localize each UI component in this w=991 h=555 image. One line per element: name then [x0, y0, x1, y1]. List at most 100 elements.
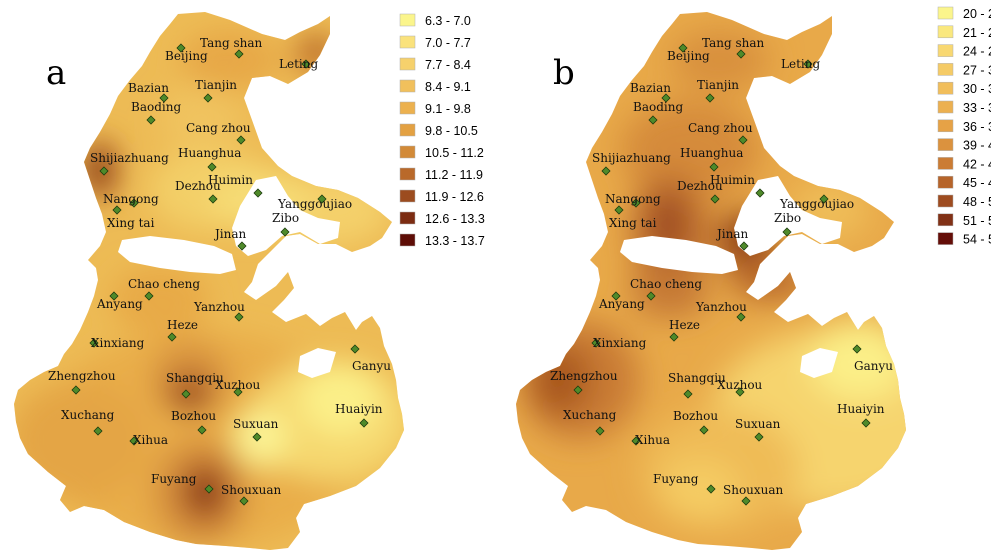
city-label-nangong: Nangong: [605, 192, 661, 206]
legend-b-51-54-swatch: [937, 213, 954, 227]
city-label-zibo: Zibo: [774, 211, 801, 225]
city-marker-bozhou: [699, 425, 709, 435]
legend-b-45-48-label: 45 - 48: [963, 176, 991, 190]
city-label-xuchang: Xuchang: [61, 408, 115, 422]
city-label-xinxiang: Xinxiang: [593, 336, 647, 350]
legend-a-13-3-13-7-swatch: [399, 233, 416, 247]
city-marker-leting: [803, 59, 813, 69]
city-label-cang-zhou: Cang zhou: [688, 121, 753, 135]
legend-b-33-36-swatch: [937, 100, 954, 114]
city-marker-zhengzhou: [573, 385, 583, 395]
city-label-bozhou: Bozhou: [673, 409, 718, 423]
city-marker-bozhou: [197, 425, 207, 435]
city-marker-bazian: [661, 93, 671, 103]
city-label-xuzhou: Xuzhou: [215, 378, 261, 392]
legend-panel-b: 20 - 2121 - 2424 - 2727 - 3030 - 3333 - …: [937, 6, 991, 247]
legend-b-39-42-label: 39 - 42: [963, 139, 991, 153]
legend-b-45-48-swatch: [937, 175, 954, 189]
city-marker-cang-zhou: [236, 135, 246, 145]
city-marker-dezhou: [710, 194, 720, 204]
city-marker-yanggoujiao: [317, 194, 327, 204]
legend-a-13-3-13-7-label: 13.3 - 13.7: [425, 234, 485, 248]
city-label-fuyang: Fuyang: [653, 472, 699, 486]
legend-b-24-27-label: 24 - 27: [963, 45, 991, 59]
legend-a-7-7-8-4-label: 7.7 - 8.4: [425, 58, 471, 72]
city-label-xuchang: Xuchang: [563, 408, 617, 422]
legend-a-10-5-11-2-label: 10.5 - 11.2: [425, 146, 484, 160]
city-marker-anyang: [611, 291, 621, 301]
legend-a-7-0-7-7-swatch: [399, 35, 416, 49]
city-label-cang-zhou: Cang zhou: [186, 121, 251, 135]
city-marker-nangong: [129, 198, 139, 208]
city-marker-jinan: [237, 241, 247, 251]
legend-a-12-6-13-3-label: 12.6 - 13.3: [425, 212, 485, 226]
city-marker-tianjin: [705, 93, 715, 103]
city-marker-beijing: [176, 43, 186, 53]
legend-b-42-45-label: 42 - 45: [963, 157, 991, 171]
city-label-xing-tai: Xing tai: [107, 216, 155, 230]
city-label-beijing: Beijing: [165, 49, 208, 63]
city-marker-ganyu: [350, 344, 360, 354]
city-marker-beijing: [678, 43, 688, 53]
city-marker-chao-cheng: [144, 291, 154, 301]
city-marker-leting: [301, 59, 311, 69]
city-marker-huaiyin: [359, 418, 369, 428]
legend-b-48-51-label: 48 - 51: [963, 195, 991, 209]
city-marker-yanzhou: [736, 312, 746, 322]
city-marker-zhengzhou: [71, 385, 81, 395]
legend-a-9-1-9-8-label: 9.1 - 9.8: [425, 102, 471, 116]
city-label-tianjin: Tianjin: [697, 78, 739, 92]
legend-a-7-7-8-4-swatch: [399, 57, 416, 71]
legend-a-9-8-10-5-label: 9.8 - 10.5: [425, 124, 478, 138]
city-marker-xing-tai: [112, 205, 122, 215]
legend-b-42-45-swatch: [937, 157, 954, 170]
legend-b-24-27-swatch: [937, 44, 954, 57]
city-label-baoding: Baoding: [633, 100, 683, 114]
city-label-huaiyin: Huaiyin: [335, 402, 383, 416]
city-label-huanghua: Huanghua: [178, 146, 241, 160]
legend-b-54-55-label: 54 - 55: [963, 233, 991, 247]
city-marker-nangong: [631, 198, 641, 208]
legend-b-48-51-swatch: [937, 194, 954, 208]
city-marker-fuyang: [204, 484, 214, 494]
city-label-baoding: Baoding: [131, 100, 181, 114]
city-label-shijiazhuang: Shijiazhuang: [592, 151, 671, 165]
legend-b-30-33-swatch: [937, 81, 954, 95]
city-marker-baoding: [648, 115, 658, 125]
city-marker-huaiyin: [861, 418, 871, 428]
legend-a-8-4-9-1-swatch: [399, 79, 416, 93]
city-marker-huanghua: [207, 162, 217, 172]
city-label-shangqiu: Shangqiu: [166, 371, 224, 385]
legend-a-11-2-11-9-swatch: [399, 167, 416, 181]
city-marker-shijiazhuang: [99, 166, 109, 176]
legend-b-33-36-label: 33 - 36: [963, 101, 991, 115]
city-marker-yanggoujiao: [819, 194, 829, 204]
city-marker-bazian: [159, 93, 169, 103]
city-label-huimin: Huimin: [710, 173, 755, 187]
city-label-anyang: Anyang: [598, 297, 645, 311]
city-label-ganyu: Ganyu: [854, 359, 893, 373]
legend-b-20-21-swatch: [937, 6, 954, 20]
city-label-xinxiang: Xinxiang: [91, 336, 145, 350]
legend-a-10-5-11-2-swatch: [399, 145, 416, 159]
city-label-zhengzhou: Zhengzhou: [550, 369, 618, 383]
city-marker-zibo: [782, 227, 792, 237]
city-label-heze: Heze: [669, 318, 700, 332]
city-label-anyang: Anyang: [96, 297, 143, 311]
city-marker-heze: [669, 332, 679, 342]
legend-a-9-1-9-8-swatch: [399, 101, 416, 115]
legend-a-6-3-7-0-swatch: [399, 13, 416, 27]
panel-letter-a: a: [46, 53, 66, 93]
city-marker-anyang: [109, 291, 119, 301]
city-marker-xuzhou: [233, 387, 243, 397]
city-marker-zibo: [280, 227, 290, 237]
city-label-jinan: Jinan: [715, 227, 749, 241]
legend-a-12-6-13-3-swatch: [399, 211, 416, 225]
city-marker-xihua: [631, 436, 641, 446]
city-marker-shouxuan: [239, 496, 249, 506]
city-label-shangqiu: Shangqiu: [668, 371, 726, 385]
city-marker-shouxuan: [741, 496, 751, 506]
city-marker-dezhou: [208, 194, 218, 204]
legend-a-11-9-12-6-swatch: [399, 189, 416, 203]
